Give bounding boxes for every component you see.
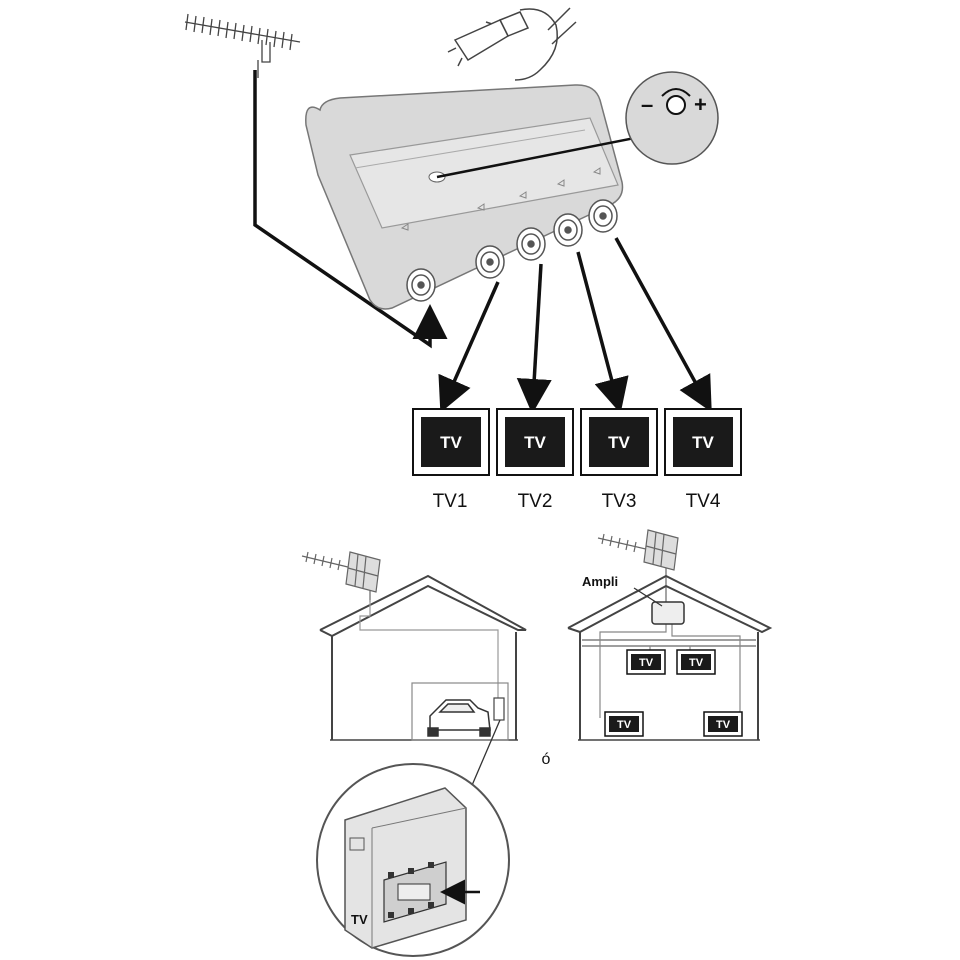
rooftop-antenna-icon (184, 13, 301, 78)
output-connector-3 (553, 213, 583, 247)
tv2-badge: TV (524, 433, 546, 452)
house-left-antenna-icon (301, 551, 381, 602)
house-tv-2: TV (676, 649, 716, 675)
knob-plus-label: + (694, 92, 707, 117)
arrow-to-tv4 (614, 237, 712, 413)
tv4-icon: TV (664, 408, 742, 476)
house-tv-1: TV (626, 649, 666, 675)
garage-amplifier-zoom: TV (316, 763, 510, 957)
house-tv-3-badge: TV (617, 719, 632, 731)
power-plug-icon (447, 7, 577, 81)
tv3-badge: TV (608, 433, 630, 452)
tv1-badge: TV (440, 433, 462, 452)
tv2-label: TV2 (518, 491, 553, 512)
attic-amplifier (651, 601, 685, 625)
knob-minus-label: – (641, 92, 653, 117)
tv4-label: TV4 (686, 491, 721, 512)
output-connector-1 (475, 245, 505, 279)
gain-knob-zoom: – + (625, 71, 719, 165)
tv1-label: TV1 (433, 491, 468, 512)
house-right-antenna-icon (597, 529, 679, 606)
output-connector-2 (516, 227, 546, 261)
tv4-badge: TV (692, 433, 714, 452)
car-icon (427, 699, 491, 737)
house-tv-4-badge: TV (716, 719, 731, 731)
arrow-to-tv1 (438, 281, 500, 413)
ampli-label: Ampli (582, 574, 618, 589)
arrow-to-tv3 (576, 251, 629, 414)
separator-text: ó (542, 751, 551, 768)
antenna-cable (253, 70, 448, 349)
house-left (301, 551, 527, 791)
arrow-to-tv2 (516, 263, 552, 414)
tv-amplifier-box (305, 84, 624, 310)
garage-tv-label: TV (351, 912, 368, 927)
tv3-label: TV3 (602, 491, 637, 512)
house-tv-1-badge: TV (639, 657, 654, 669)
tv1-icon: TV (412, 408, 490, 476)
tv3-icon: TV (580, 408, 658, 476)
input-connector (406, 268, 436, 302)
output-connector-4 (588, 199, 618, 233)
house-tv-4: TV (703, 711, 743, 737)
knob-leader-line (436, 133, 651, 179)
house-tv-2-badge: TV (689, 657, 704, 669)
house-tv-3: TV (604, 711, 644, 737)
house-right: Ampli TV TV TV TV (567, 529, 773, 741)
tv2-icon: TV (496, 408, 574, 476)
